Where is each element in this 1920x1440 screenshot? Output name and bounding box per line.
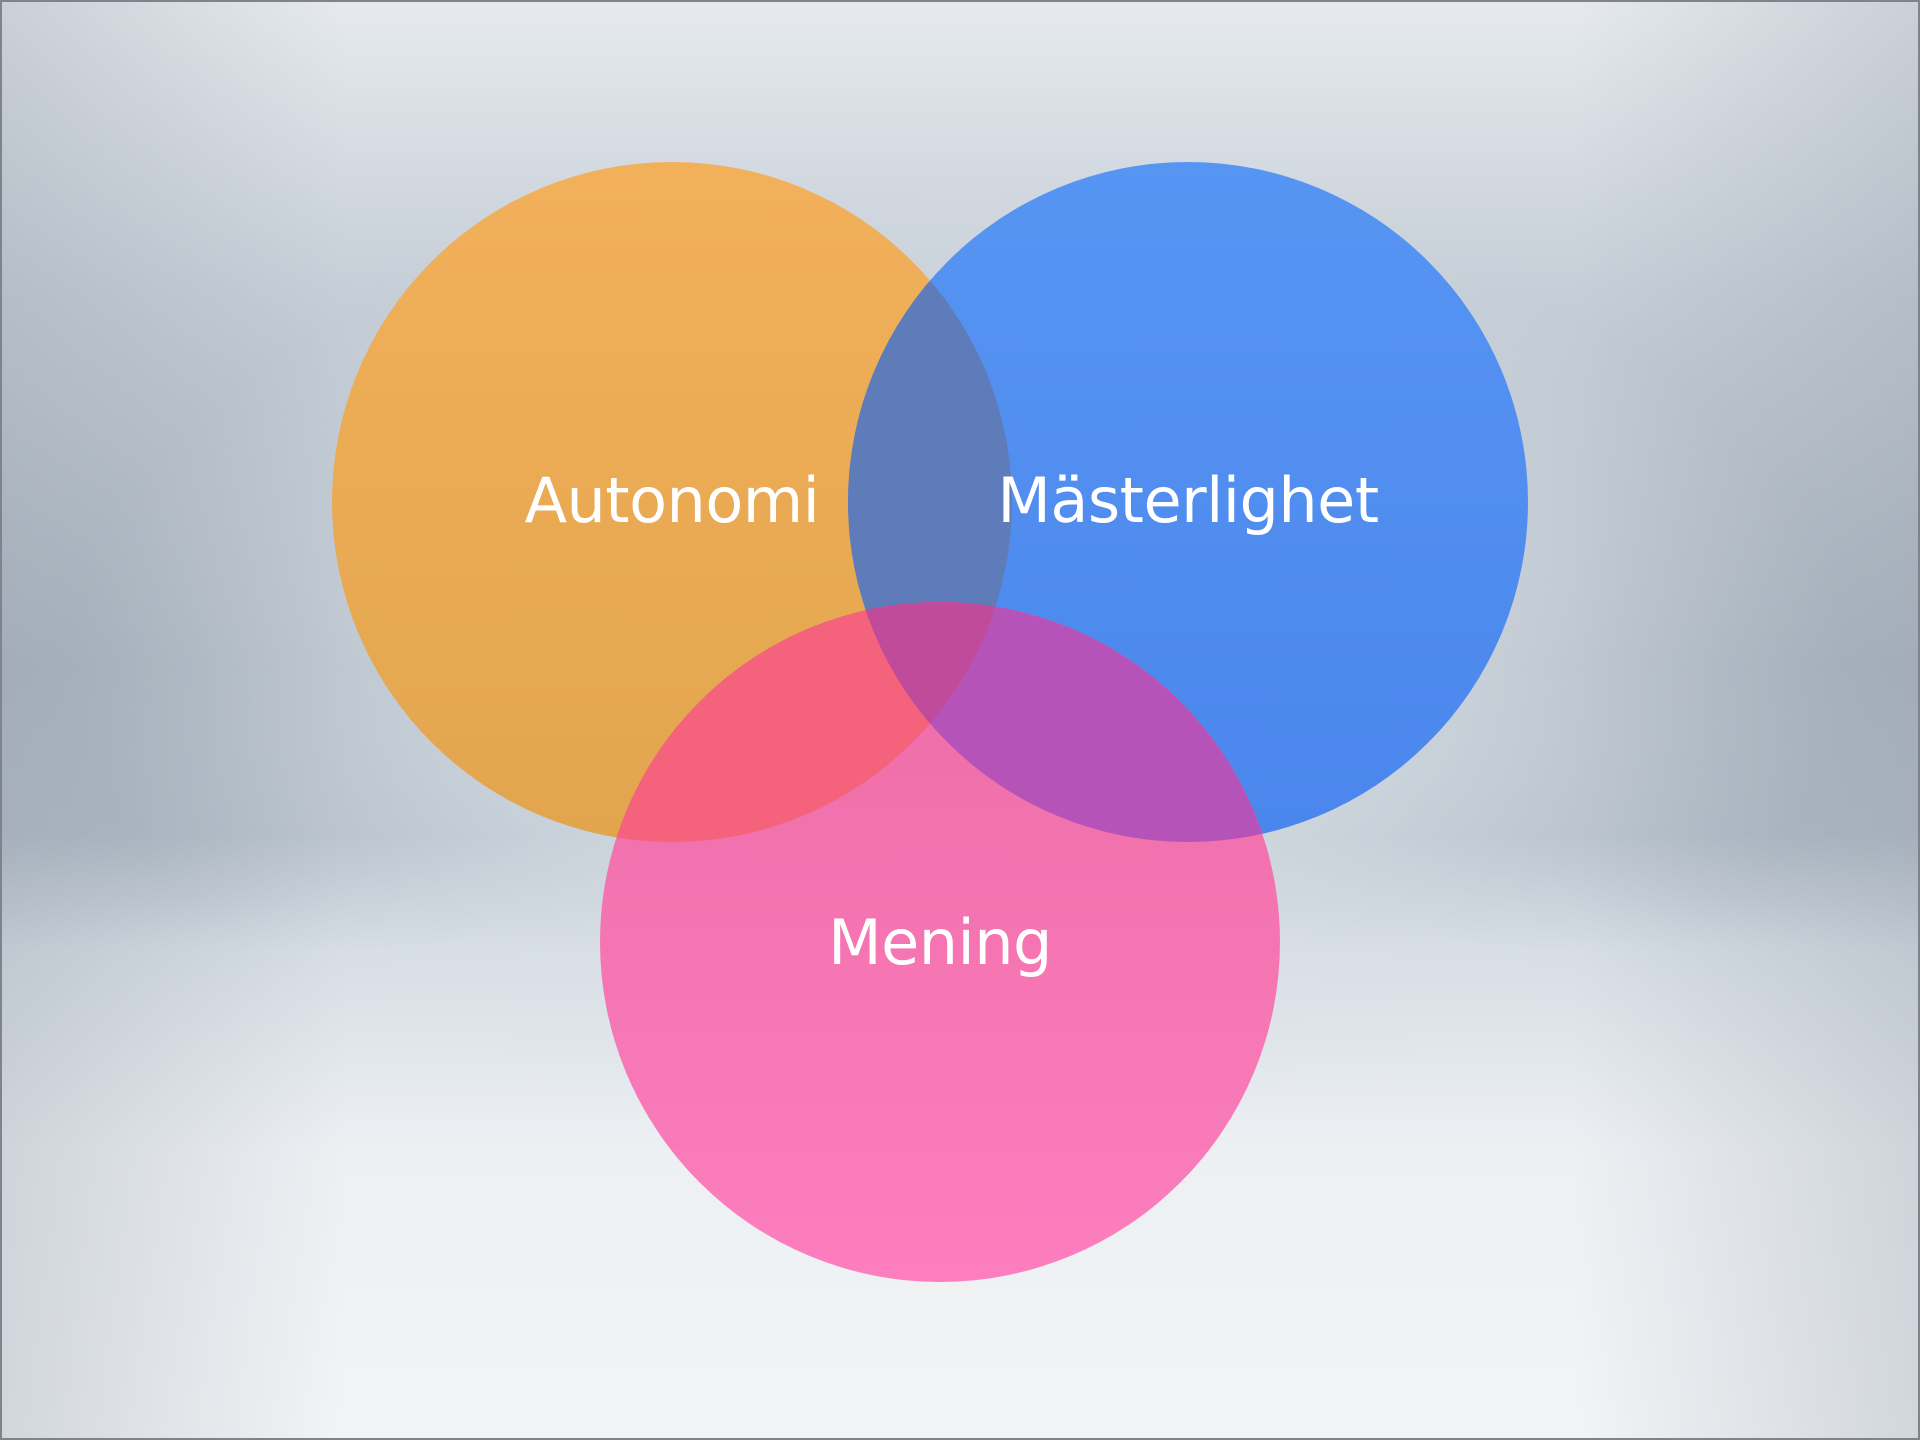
label-autonomi: Autonomi (525, 464, 820, 537)
label-masterlighet: Mästerlighet (997, 464, 1378, 537)
label-mening: Mening (828, 906, 1052, 979)
overlap-masterlighet-mening (848, 602, 1280, 842)
overlap-autonomi-mening (600, 602, 1012, 842)
